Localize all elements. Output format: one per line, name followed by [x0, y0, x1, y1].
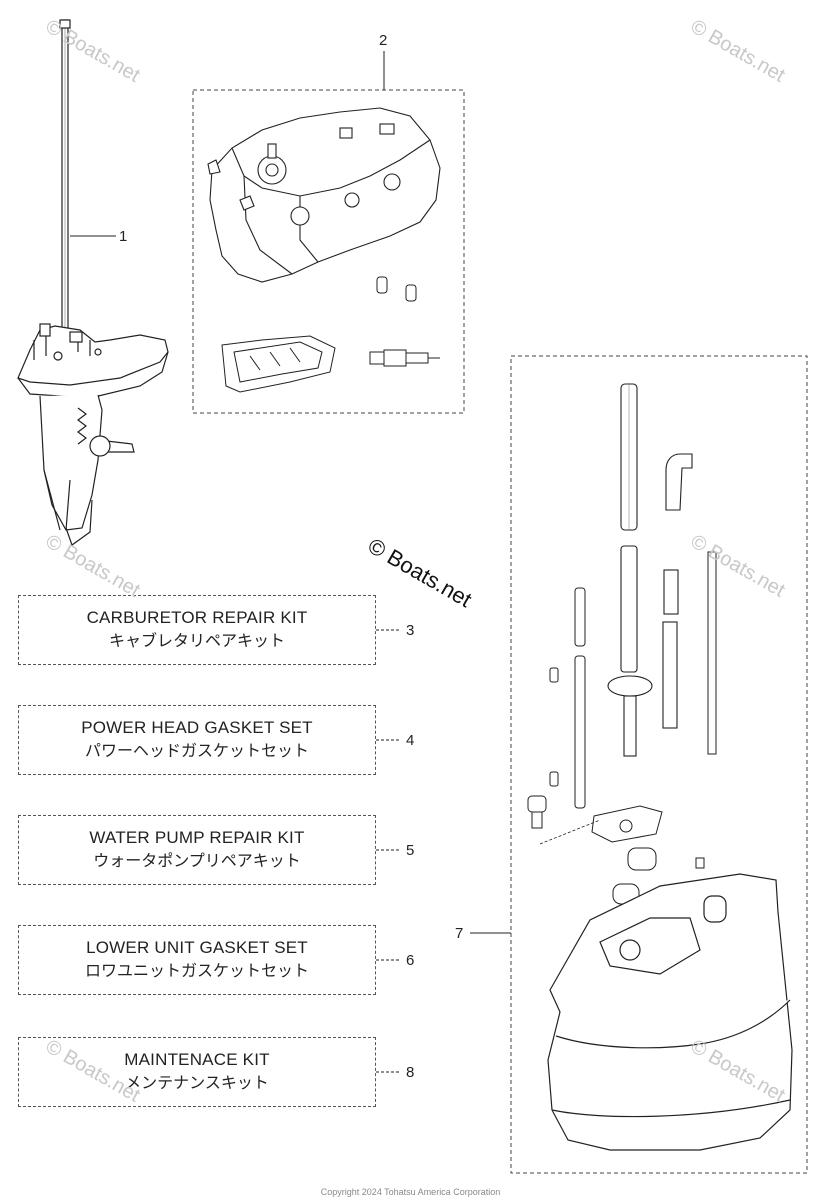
callout-1: 1	[119, 228, 128, 245]
power-head-block	[207, 107, 441, 283]
kit-box-water-pump: WATER PUMP REPAIR KIT ウォータポンプリペアキット	[18, 815, 376, 885]
kit-title-ja: キャブレタリペアキット	[108, 631, 285, 650]
drive-shaft-housing	[547, 873, 793, 1151]
small-parts	[527, 795, 705, 905]
callout-3: 3	[406, 622, 415, 639]
dowel-pins	[376, 276, 417, 302]
kit-box-power-head-gasket: POWER HEAD GASKET SET パワーヘッドガスケットセット	[18, 705, 376, 775]
kit-title-en: WATER PUMP REPAIR KIT	[89, 828, 305, 847]
callout-8: 8	[406, 1064, 415, 1081]
kit-title-ja: ロワユニットガスケットセット	[84, 961, 309, 980]
callout-4: 4	[406, 732, 415, 749]
callout-6: 6	[406, 952, 415, 969]
kit-title-ja: パワーヘッドガスケットセット	[84, 741, 309, 760]
kit-box-carburetor: CARBURETOR REPAIR KIT キャブレタリペアキット	[18, 595, 376, 665]
callout-5: 5	[406, 842, 415, 859]
callout-2: 2	[379, 32, 388, 49]
stud-bolts	[549, 551, 717, 809]
kit-title-ja: ウォータポンプリペアキット	[93, 851, 301, 870]
kit-box-maintenance: MAINTENACE KIT メンテナンスキット	[18, 1037, 376, 1107]
kit-title-en: POWER HEAD GASKET SET	[81, 718, 313, 737]
kit-box-lower-unit-gasket: LOWER UNIT GASKET SET ロワユニットガスケットセット	[18, 925, 376, 995]
kit-title-en: MAINTENACE KIT	[124, 1050, 270, 1069]
spark-plug	[369, 349, 440, 367]
kit-title-en: LOWER UNIT GASKET SET	[86, 938, 308, 957]
copyright-footer: Copyright 2024 Tohatsu America Corporati…	[320, 1187, 501, 1197]
kit-title-ja: メンテナンスキット	[125, 1073, 269, 1092]
power-head-kit-frame	[192, 89, 465, 414]
water-tube	[662, 453, 693, 729]
kit-title-en: CARBURETOR REPAIR KIT	[86, 608, 308, 627]
kit-leader-lines	[376, 629, 400, 1073]
drive-shaft	[607, 383, 653, 757]
drive-shaft-housing-frame	[510, 355, 808, 1174]
power-head-gasket	[221, 335, 336, 393]
lower-unit-assembly	[17, 19, 169, 546]
callout-7: 7	[455, 925, 464, 942]
